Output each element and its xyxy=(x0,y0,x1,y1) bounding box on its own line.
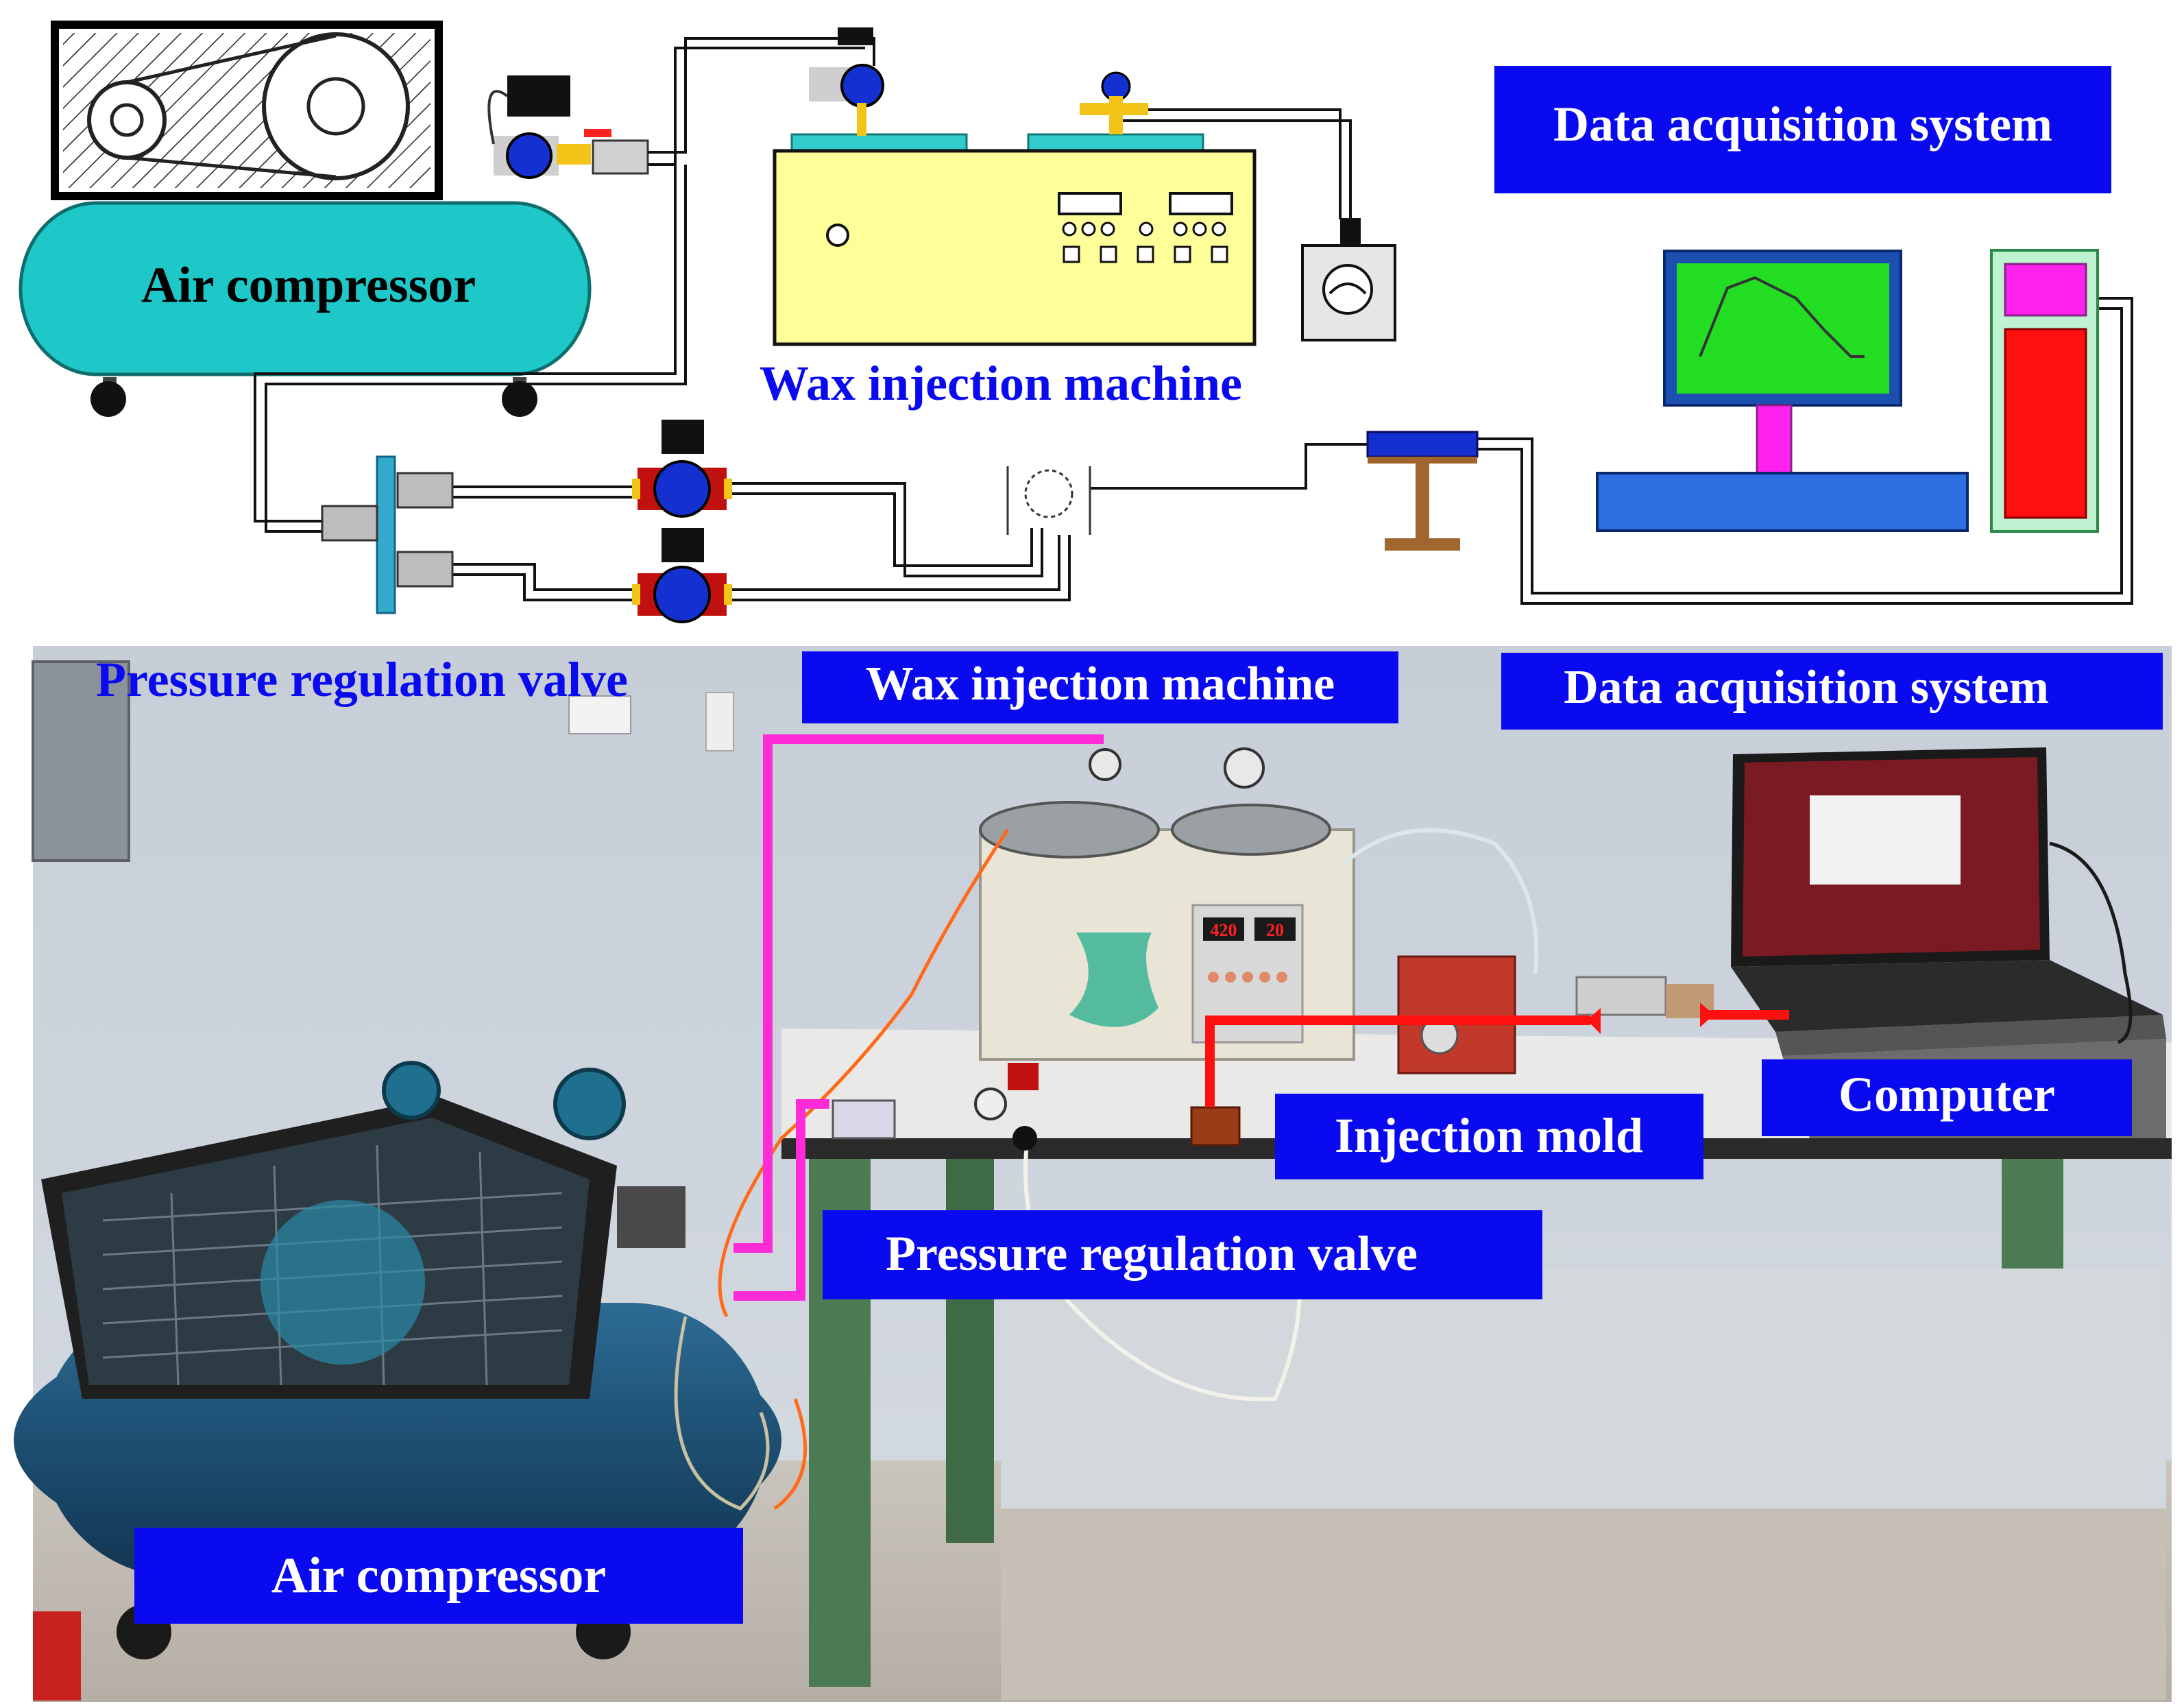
photo-injection-mold xyxy=(1190,1106,1241,1146)
schematic-data-acq-box: Data acquisition system xyxy=(1494,66,2111,193)
photo-air-compressor-label-box: Air compressor xyxy=(134,1528,743,1624)
schematic-data-acq-label: Data acquisition system xyxy=(1553,97,2052,152)
photo-display-right: 20 xyxy=(1266,920,1284,940)
photo-pressure-valve-label-box: Pressure regulation valve xyxy=(823,1210,1542,1299)
photo-data-acq-label-box: Data acquisition system xyxy=(1501,653,2163,730)
photo-magenta-air-line xyxy=(733,734,1104,1301)
schematic-gauge-box xyxy=(1301,218,1396,341)
photo-panel: 420 20 xyxy=(14,646,2172,1702)
schematic-data-logger xyxy=(1990,249,2099,533)
schematic-pressure-sensor xyxy=(1006,466,1091,535)
photo-air-compressor-label: Air compressor xyxy=(271,1548,606,1604)
photo-injection-mold-label: Injection mold xyxy=(1335,1108,1643,1163)
compressor-motor-box xyxy=(51,21,443,200)
schematic-wax-machine: Wax injection machine xyxy=(760,27,1257,411)
photo-cables xyxy=(674,828,2133,1511)
photo-injection-mold-label-box: Injection mold xyxy=(1275,1094,1703,1179)
compressor-solenoid-valve xyxy=(487,75,649,179)
photo-pressure-valve-label: Pressure regulation valve xyxy=(886,1226,1418,1281)
schematic-air-lines xyxy=(254,37,2133,605)
schematic-pressure-regulators xyxy=(321,420,732,623)
photo-display-left: 420 xyxy=(1211,920,1237,940)
photo-pressure-regulators xyxy=(832,1063,1039,1151)
photo-computer-label: Computer xyxy=(1839,1067,2055,1122)
compressor-tank: Air compressor xyxy=(19,201,592,417)
photo-data-acq-label: Data acquisition system xyxy=(1564,661,2049,714)
schematic-air-compressor-label: Air compressor xyxy=(141,257,476,313)
photo-pressure-valve-label-top: Pressure regulation valve xyxy=(96,652,628,707)
photo-wax-machine-label: Wax injection machine xyxy=(866,658,1335,710)
photo-red-signal-line xyxy=(1205,1002,1789,1107)
schematic-computer-monitor xyxy=(1596,250,1969,532)
photo-vacuum-pump xyxy=(1397,955,1714,1074)
photo-wax-machine-label-box: Wax injection machine xyxy=(802,651,1398,723)
schematic-mold-stand xyxy=(1366,431,1479,551)
schematic-wax-machine-label: Wax injection machine xyxy=(760,356,1242,411)
photo-computer-label-box: Computer xyxy=(1762,1059,2132,1136)
schematic-panel: Air compressor xyxy=(19,21,2133,623)
